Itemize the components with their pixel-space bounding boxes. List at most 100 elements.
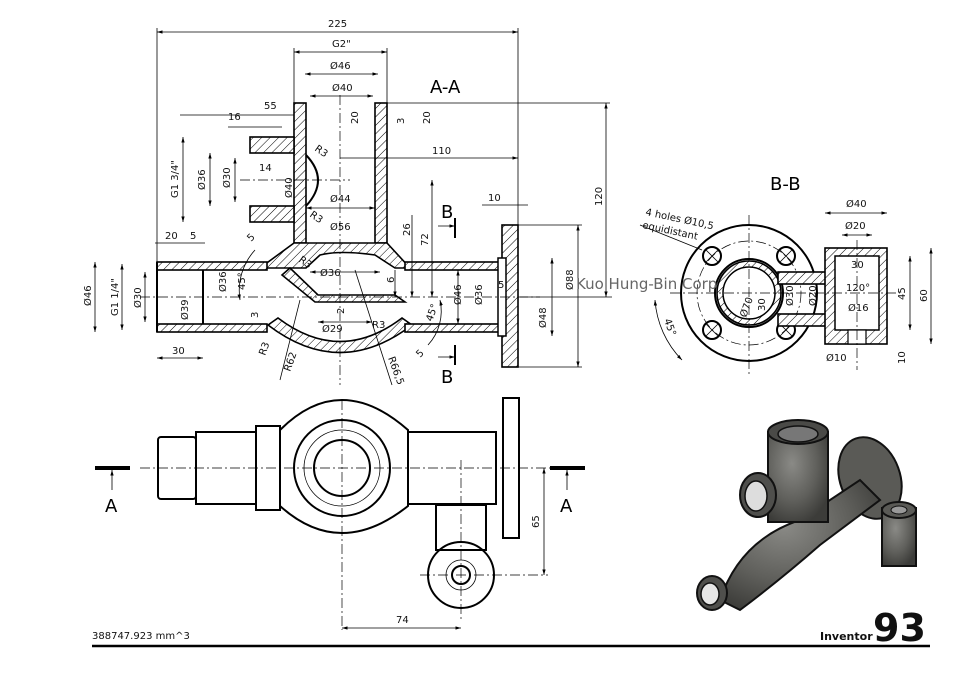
cut-b-bottom-label: B xyxy=(441,367,453,388)
dim-72: 72 xyxy=(420,233,431,246)
dim-10: 10 xyxy=(488,193,501,204)
arc-45-right xyxy=(427,299,443,346)
dim-angle-45-left: 45° xyxy=(237,272,248,290)
dim-top-d46: Ø46 xyxy=(330,60,351,72)
bb-dim-d10: Ø10 xyxy=(826,352,847,364)
isometric-render xyxy=(696,419,917,612)
bolt-hole xyxy=(702,320,722,340)
tv-dim-74: 74 xyxy=(396,615,409,626)
dim-r62: R62 xyxy=(282,351,299,373)
bolt-hole xyxy=(776,246,796,266)
bb-neck-top xyxy=(777,271,829,285)
bb-dim-d40: Ø40 xyxy=(846,198,867,210)
iso-top-pipe xyxy=(767,431,829,523)
dim-14: 14 xyxy=(259,163,272,174)
section-bb-view xyxy=(639,211,933,375)
dim-g2: G2" xyxy=(332,39,351,50)
dim-flange-d88: Ø88 xyxy=(564,269,576,290)
section-aa-title: A-A xyxy=(430,77,461,98)
iso-top-bore xyxy=(777,425,819,443)
bulb-lower-wall xyxy=(266,317,414,354)
tv-bulb-outline xyxy=(279,399,409,534)
dim-120: 120 xyxy=(594,187,605,206)
dim-d56: Ø56 xyxy=(330,221,351,233)
dim-top-20: 20 xyxy=(350,111,361,124)
dim-left-d36: Ø36 xyxy=(217,271,229,292)
leader-r66 xyxy=(354,269,393,386)
dim-225: 225 xyxy=(328,19,347,30)
tv-dim-65: 65 xyxy=(531,515,542,528)
volume-readout: 388747.923 mm^3 xyxy=(92,631,190,642)
dim-flange-d48: Ø48 xyxy=(537,307,549,328)
iso-small-boss-hole xyxy=(890,505,908,515)
dim-16: 16 xyxy=(228,112,241,123)
dim-top-d40: Ø40 xyxy=(332,82,353,94)
right-pipe-bottom-wall xyxy=(404,323,503,333)
dim-top-collar-20: 20 xyxy=(422,111,433,124)
dim-5-c: 5 xyxy=(498,280,504,291)
dim-right-d36: Ø36 xyxy=(473,284,485,305)
cut-a-left-label: A xyxy=(105,496,118,517)
dim-r3-d: R3 xyxy=(372,320,385,331)
side-boss-bore-arc xyxy=(305,154,319,207)
dim-3: 3 xyxy=(250,312,261,318)
cut-b-top-label: B xyxy=(441,202,453,223)
dim-5-d: 5 xyxy=(414,348,426,360)
bb-dim-d16: Ø16 xyxy=(848,302,869,314)
dim-5-a: 5 xyxy=(245,232,257,244)
left-pipe-top-wall xyxy=(156,261,268,271)
arc-45-left xyxy=(237,249,256,301)
dim-left-d30: Ø30 xyxy=(132,287,144,308)
bb-dim-45: 45 xyxy=(897,287,908,300)
dim-g1-34: G1 3/4" xyxy=(170,160,181,198)
dim-d29: Ø29 xyxy=(322,323,343,335)
dim-angle-45-right: 45° xyxy=(424,303,440,323)
dim-side-d40: Ø40 xyxy=(283,177,295,198)
bb-dim-30-h: 30 xyxy=(851,260,864,271)
dim-side-d30: Ø30 xyxy=(221,167,233,188)
bb-dim-d30: Ø30 xyxy=(784,285,796,306)
dim-2: 2 xyxy=(336,308,347,314)
bb-dim-d20: Ø20 xyxy=(807,285,819,306)
dim-left-d46: Ø46 xyxy=(82,285,94,306)
dim-6: 6 xyxy=(386,277,397,283)
bolt-hole xyxy=(702,246,722,266)
iso-main-body xyxy=(718,478,882,612)
dim-30: 30 xyxy=(172,346,185,357)
dim-d44: Ø44 xyxy=(330,193,351,205)
dim-top-3: 3 xyxy=(396,118,407,124)
exercise-number: 93 xyxy=(873,606,926,650)
dim-d36-mid: Ø36 xyxy=(320,267,341,279)
bb-dim-60: 60 xyxy=(919,289,930,302)
iso-side-bore xyxy=(744,480,768,512)
dim-55: 55 xyxy=(264,101,277,112)
right-pipe-top-wall xyxy=(404,261,503,271)
section-aa-view xyxy=(93,28,612,386)
dim-left-d39: Ø39 xyxy=(179,299,191,320)
top-pipe-right-wall xyxy=(374,102,388,244)
cut-a-right-label: A xyxy=(560,496,573,517)
bb-dim-120: 120° xyxy=(846,283,870,294)
dim-5-b: 5 xyxy=(190,231,196,242)
dim-side-d36: Ø36 xyxy=(196,169,208,190)
iso-left-bore xyxy=(700,582,720,606)
bb-dim-10: 10 xyxy=(897,351,908,364)
leader-4-holes xyxy=(639,224,703,251)
section-bb-title: B-B xyxy=(770,174,801,195)
dim-right-d46: Ø46 xyxy=(452,284,464,305)
dim-g1-14: G1 1/4" xyxy=(110,278,121,316)
side-boss-bottom-wall xyxy=(249,205,295,223)
side-boss-top-wall xyxy=(249,136,295,154)
bb-dim-d20-top: Ø20 xyxy=(845,220,866,232)
left-pipe-bottom-wall xyxy=(156,323,268,333)
bb-dim-30-v: 30 xyxy=(757,298,768,311)
top-pipe-left-wall xyxy=(293,102,307,244)
inner-diaphragm xyxy=(280,266,408,303)
watermark: Kuo Hung-Bin Corp xyxy=(576,275,717,293)
dim-r66-5: R66,5 xyxy=(385,355,405,386)
software-label: Inventor xyxy=(820,630,873,643)
dim-26: 26 xyxy=(402,223,413,236)
bulb-upper-wall xyxy=(257,242,412,269)
dim-r3-e: R3 xyxy=(257,341,272,357)
